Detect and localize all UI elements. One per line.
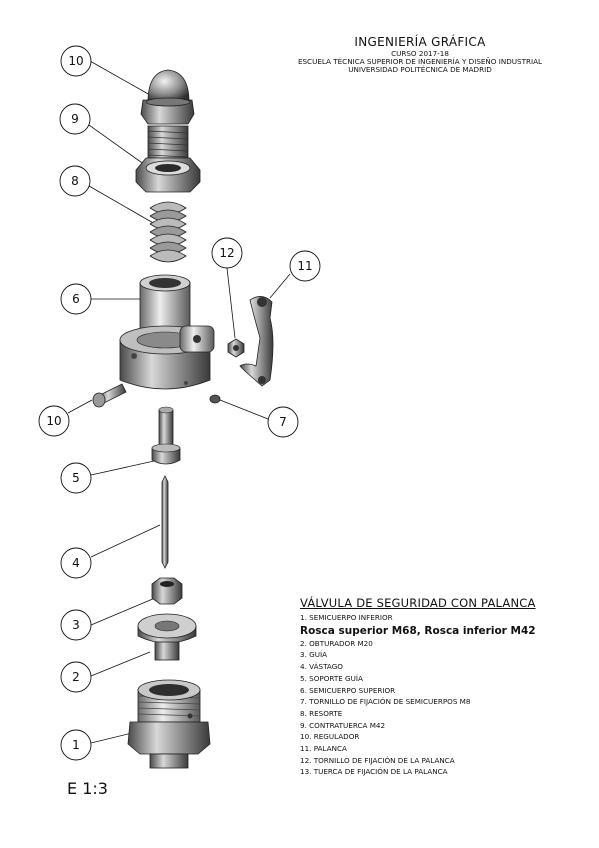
balloon-guide-support: 5 — [60, 462, 92, 494]
legend-item: 1. SEMICUERPO INFERIOR — [300, 613, 393, 622]
balloon-label: 12 — [219, 246, 234, 260]
balloon-set-screw: 7 — [267, 406, 299, 438]
leader-lines — [67, 60, 291, 744]
balloon-bolt: 10 — [38, 405, 70, 437]
balloon-label: 3 — [72, 618, 80, 632]
part-regulator — [140, 69, 195, 159]
balloons: 10 9 8 12 11 6 10 7 — [38, 45, 321, 761]
legend-item: 7. TORNILLO DE FIJACIÓN DE SEMICUERPOS M… — [300, 697, 471, 707]
balloon-regulator-top: 10 — [60, 45, 92, 77]
balloon-label: 5 — [72, 471, 80, 485]
legend-item: 3. GUÍA — [300, 650, 328, 660]
legend-item: 4. VÁSTAGO — [300, 662, 343, 672]
balloon-stem: 4 — [60, 547, 92, 579]
balloon-guide: 3 — [60, 609, 92, 641]
school-name: ESCUELA TÉCNICA SUPERIOR DE INGENIERÍA Y… — [297, 57, 543, 67]
balloon-label: 2 — [72, 670, 80, 684]
university-name: UNIVERSIDAD POLITÉCNICA DE MADRID — [348, 65, 492, 75]
legend-item: 5. SOPORTE GUÍA — [300, 673, 363, 683]
legend-item: 11. PALANCA — [300, 744, 347, 754]
balloon-label: 4 — [72, 556, 80, 570]
legend-item: 10. REGULADOR — [300, 732, 360, 742]
balloon-label: 1 — [72, 738, 80, 752]
part-stem — [161, 475, 169, 569]
part-spring — [149, 201, 187, 263]
balloon-spring: 8 — [59, 165, 91, 197]
part-guide — [151, 577, 183, 605]
part-locknut — [135, 157, 201, 193]
part-lower-body — [127, 679, 211, 769]
part-bolt — [92, 383, 127, 408]
part-lever-screw — [227, 338, 245, 358]
legend-item: 12. TORNILLO DE FIJACIÓN DE LA PALANCA — [300, 755, 455, 765]
parts-legend: VÁLVULA DE SEGURIDAD CON PALANCA 1. SEMI… — [300, 596, 590, 778]
balloon-label: 11 — [297, 259, 312, 273]
legend-item: 8. RESORTE — [300, 708, 343, 718]
balloon-upper-body: 6 — [60, 283, 92, 315]
balloon-label: 6 — [72, 292, 80, 306]
balloon-locknut: 9 — [59, 103, 91, 135]
course-year: CURSO 2017-18 — [391, 48, 449, 58]
balloon-obturator: 2 — [60, 661, 92, 693]
part-lever — [239, 296, 274, 387]
course-title: INGENIERÍA GRÁFICA — [354, 35, 486, 49]
balloon-label: 8 — [71, 174, 79, 188]
scale-label: E 1:3 — [67, 779, 108, 798]
part-obturator — [137, 613, 197, 661]
part-set-screw — [209, 394, 221, 404]
legend-item: 13. TUERCA DE FIJACIÓN DE LA PALANCA — [300, 767, 448, 777]
balloon-label: 7 — [279, 415, 287, 429]
part-guide-support — [151, 406, 181, 465]
balloon-label: 9 — [71, 112, 79, 126]
legend-thread-note: Rosca superior M68, Rosca inferior M42 — [300, 624, 536, 637]
balloon-label: 10 — [46, 414, 61, 428]
title-block: INGENIERÍA GRÁFICA CURSO 2017-18 ESCUELA… — [250, 35, 590, 75]
part-upper-body — [119, 274, 215, 390]
legend-item: 6. SEMICUERPO SUPERIOR — [300, 685, 396, 695]
balloon-lever: 11 — [289, 250, 321, 282]
balloon-lower-body: 1 — [60, 729, 92, 761]
balloon-label: 10 — [68, 54, 83, 68]
legend-title: VÁLVULA DE SEGURIDAD CON PALANCA — [300, 596, 536, 610]
legend-item: 9. CONTRATUERCA M42 — [300, 720, 386, 730]
balloon-lever-screw: 12 — [211, 237, 243, 269]
legend-item: 2. OBTURADOR M20 — [300, 638, 373, 648]
